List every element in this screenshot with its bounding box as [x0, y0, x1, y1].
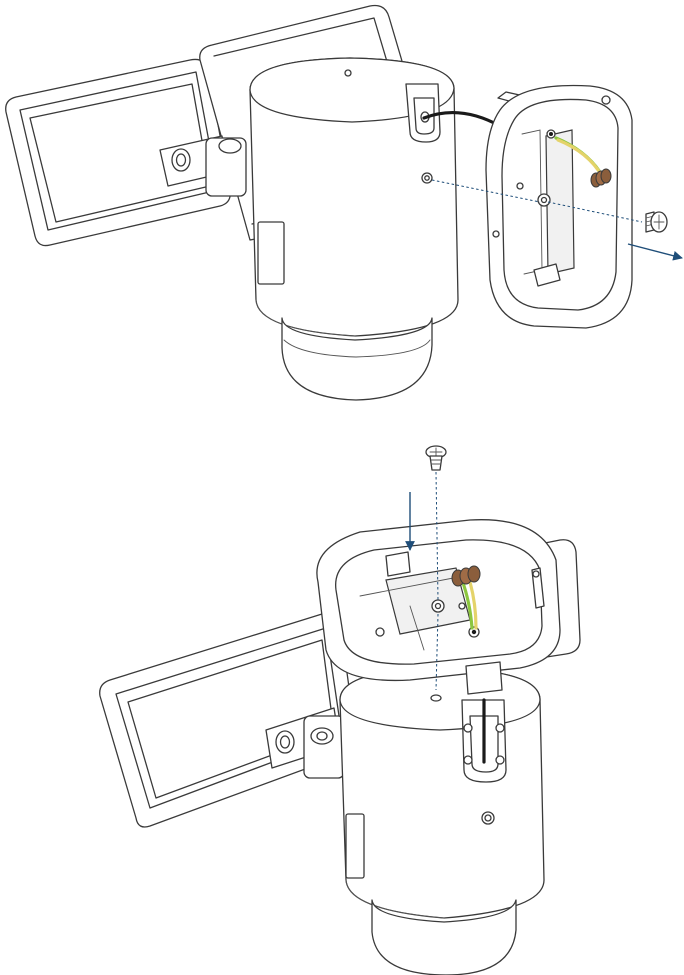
screw-icon-1 [646, 212, 667, 232]
figure-attach-mount [100, 446, 580, 975]
mounting-bracket-1 [486, 86, 632, 329]
pull-arrow-icon [628, 244, 682, 258]
camera-body-1 [250, 58, 458, 336]
camera-body-2 [340, 668, 544, 918]
figure-remove-mount [6, 5, 682, 400]
screw-icon-2 [426, 446, 446, 470]
mounting-bracket-2 [317, 520, 560, 694]
